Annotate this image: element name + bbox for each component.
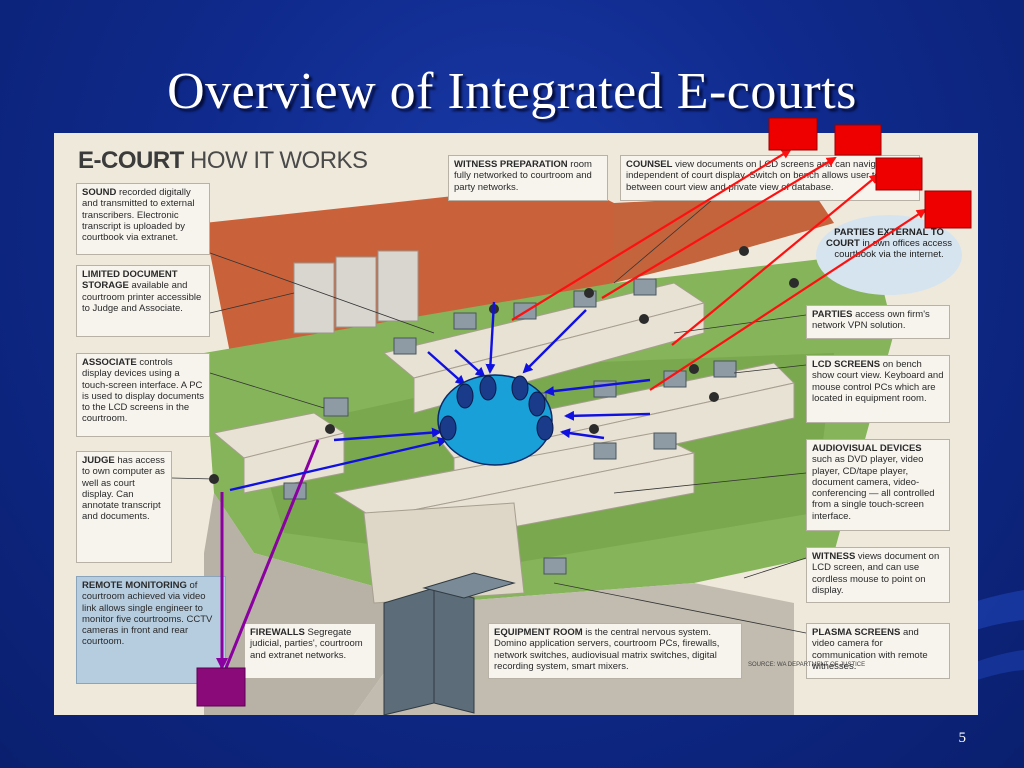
callout-witness: WITNESS views document on LCD screen, an… (806, 547, 950, 603)
callout-remote-monitoring: REMOTE MONITORING of courtroom achieved … (76, 576, 226, 684)
callout-equipment-room: EQUIPMENT ROOM is the central nervous sy… (488, 623, 742, 679)
callout-storage: LIMITED DOCUMENT STORAGE available and c… (76, 265, 210, 337)
callout-parties: PARTIES access own firm's network VPN so… (806, 305, 950, 339)
callout-witness-preparation: WITNESS PREPARATION room fully networked… (448, 155, 608, 201)
ecourt-illustration: E-COURT HOW IT WORKS SOUND recorded digi… (54, 133, 978, 715)
heading-rest: HOW IT WORKS (183, 147, 368, 174)
callout-firewalls: FIREWALLS Segregate judicial, parties', … (244, 623, 376, 679)
callout-audiovisual: AUDIOVISUAL DEVICES such as DVD player, … (806, 439, 950, 531)
page-number: 5 (958, 730, 967, 746)
illustration-heading: E-COURT HOW IT WORKS (78, 147, 368, 175)
callout-lcd-screens: LCD SCREENS on bench show court view. Ke… (806, 355, 950, 423)
callout-judge: JUDGE has access to own computer as well… (76, 451, 172, 563)
slide-title: Overview of Integrated E-courts (167, 63, 857, 120)
heading-bold: E-COURT (78, 147, 184, 174)
callout-counsel: COUNSEL view documents on LCD screens an… (620, 155, 920, 201)
callout-parties-external: PARTIES EXTERNAL TO COURT in own offices… (816, 215, 962, 295)
callout-associate: ASSOCIATE controls display devices using… (76, 353, 210, 437)
callout-plasma: PLASMA SCREENS and video camera for comm… (806, 623, 950, 679)
callout-sound: SOUND recorded digitally and transmitted… (76, 183, 210, 255)
source-credit: SOURCE: WA DEPARTMENT OF JUSTICE (748, 662, 866, 668)
